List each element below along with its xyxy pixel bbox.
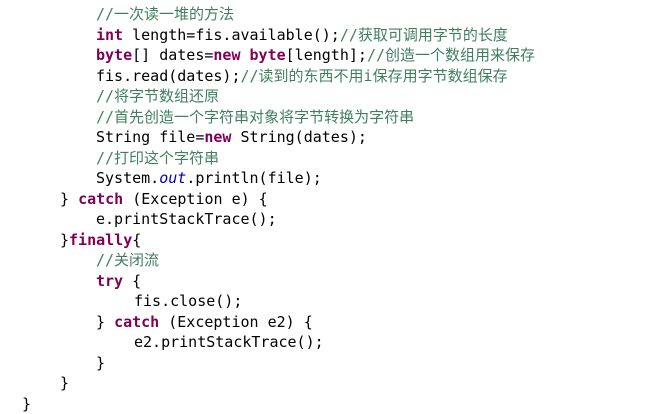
keyword-token: byte (249, 46, 286, 64)
field-token: out (159, 169, 187, 187)
code-line: byte[] dates=new byte[length];//创造一个数组用来… (96, 45, 535, 65)
comment-token: //一次读一堆的方法 (96, 5, 235, 23)
comment-token: //打印这个字符串 (96, 148, 220, 167)
code-token: } (96, 353, 106, 372)
comment-token: //读到的东西不用i保存用字节数组保存 (240, 66, 508, 85)
code-line: } (22, 394, 31, 414)
code-token: .println(file); (186, 169, 322, 187)
code-line: //关闭流 (96, 250, 159, 270)
code-token: (Exception e2) { (159, 312, 313, 331)
comment-token: //获取可调用字节的长度 (339, 25, 508, 44)
code-line: } catch (Exception e2) { (96, 312, 313, 332)
code-token: } (22, 394, 32, 413)
code-line: System.out.println(file); (96, 168, 322, 188)
code-line: //首先创造一个字符串对象将字节转换为字符串 (96, 107, 414, 127)
code-token: e2.printStackTrace(); (134, 333, 324, 351)
code-line: //打印这个字符串 (96, 148, 219, 168)
code-token: e.printStackTrace(); (96, 210, 277, 228)
code-token: String file= (96, 128, 205, 146)
code-token: } (60, 189, 79, 208)
code-line: try { (96, 271, 141, 291)
keyword-token: int (96, 25, 124, 44)
code-line: }finally{ (60, 230, 141, 250)
code-line: fis.read(dates);//读到的东西不用i保存用字节数组保存 (96, 66, 508, 86)
code-token: fis.read(dates); (96, 66, 241, 85)
code-line: int length=fis.available();//获取可调用字节的长度 (96, 25, 508, 45)
code-token: { (123, 271, 142, 290)
keyword-token: try (96, 271, 124, 290)
code-line: e.printStackTrace(); (96, 209, 277, 229)
comment-token: //首先创造一个字符串对象将字节转换为字符串 (96, 107, 415, 126)
code-line: //将字节数组还原 (96, 86, 219, 106)
code-token: String(dates); (231, 128, 367, 146)
code-line: } (60, 373, 69, 393)
code-token: length=fis.available(); (123, 25, 340, 44)
keyword-token: new (204, 128, 232, 146)
keyword-token: byte (96, 46, 133, 64)
code-line: //一次读一堆的方法 (96, 4, 234, 24)
code-token: fis.close(); (134, 292, 243, 310)
keyword-token: catch (114, 312, 160, 331)
code-token (241, 46, 250, 64)
code-token: } (60, 230, 70, 249)
code-line: e2.printStackTrace(); (134, 332, 324, 352)
keyword-token: catch (78, 189, 124, 208)
comment-token: //关闭流 (96, 251, 160, 269)
code-token: [length]; (285, 46, 367, 64)
code-token: System. (96, 169, 160, 187)
keyword-token: new (213, 46, 241, 64)
comment-token: //创造一个数组用来保存 (366, 46, 536, 64)
comment-token: //将字节数组还原 (96, 87, 220, 105)
code-token: { (132, 230, 142, 249)
code-token: [] dates= (132, 46, 214, 64)
code-token: } (60, 374, 70, 392)
keyword-token: finally (69, 230, 133, 249)
code-line: } (96, 353, 105, 373)
code-line: fis.close(); (134, 291, 242, 311)
code-token: (Exception e) { (123, 189, 268, 208)
code-line: } catch (Exception e) { (60, 189, 268, 209)
code-token: } (96, 312, 115, 331)
code-line: String file=new String(dates); (96, 127, 367, 147)
